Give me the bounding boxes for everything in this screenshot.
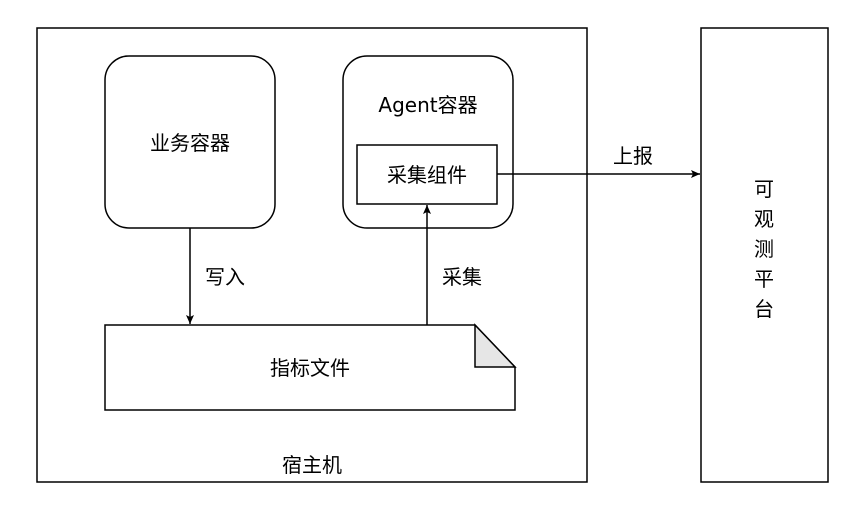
observability-platform: 可 观 测 平 台 [700,27,829,483]
edge-report: 上报 [497,144,700,178]
platform-char-3: 测 [754,237,774,261]
collect-component: 采集组件 [356,144,498,205]
business-container-label: 业务容器 [150,131,230,155]
metric-file-fold [474,323,517,368]
platform-char-1: 可 [754,177,774,201]
edge-write: 写入 [186,228,245,324]
host-label: 宿主机 [282,453,342,477]
agent-container-label: Agent容器 [378,93,477,117]
edge-write-label: 写入 [205,265,245,289]
platform-char-4: 平 [754,267,774,291]
metric-file: 指标文件 [104,323,517,411]
metric-file-label: 指标文件 [270,356,350,380]
edge-report-label: 上报 [613,144,653,168]
collect-component-label: 采集组件 [387,163,467,187]
platform-char-2: 观 [754,207,774,231]
platform-char-5: 台 [754,297,774,321]
edge-collect: 采集 [423,205,482,325]
edge-collect-label: 采集 [442,265,482,289]
business-container: 业务容器 [104,55,276,229]
